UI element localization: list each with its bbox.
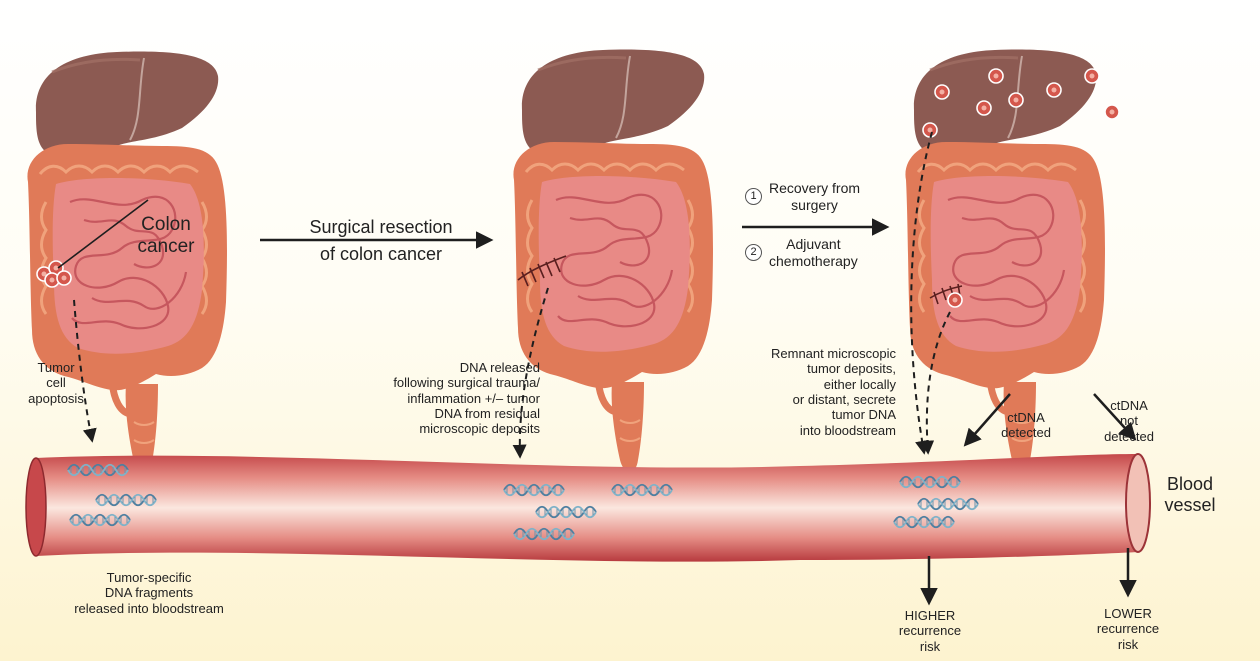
recovery-label: Recovery from surgery	[769, 180, 860, 213]
organ-panel-3	[905, 50, 1105, 472]
step-chemotherapy: 2 Adjuvant chemotherapy	[745, 236, 858, 269]
remnant-deposits-label: Remnant microscopic tumor deposits, eith…	[716, 346, 896, 438]
step-1-badge: 1	[745, 188, 762, 205]
surgical-resection-label: Surgical resection of colon cancer	[296, 214, 466, 268]
colon-cancer-label: Colon cancer	[118, 214, 214, 259]
ctdna-not-detected-label: ctDNA not detected	[1094, 398, 1164, 444]
step-2-badge: 2	[745, 244, 762, 261]
ctdna-detected-label: ctDNA detected	[986, 410, 1066, 441]
organ-panel-2	[513, 50, 713, 472]
dna-released-label: DNA released following surgical trauma/ …	[350, 360, 540, 437]
tumor-fragments-label: Tumor-specific DNA fragments released in…	[44, 570, 254, 616]
chemotherapy-label: Adjuvant chemotherapy	[769, 236, 858, 269]
blood-vessel-label: Blood vessel	[1158, 474, 1222, 516]
tumor-apoptosis-label: Tumor cell apoptosis	[14, 360, 98, 406]
lower-risk-label: LOWER recurrence risk	[1086, 606, 1170, 652]
step-recovery: 1 Recovery from surgery	[745, 180, 860, 213]
higher-risk-label: HIGHER recurrence risk	[888, 608, 972, 654]
